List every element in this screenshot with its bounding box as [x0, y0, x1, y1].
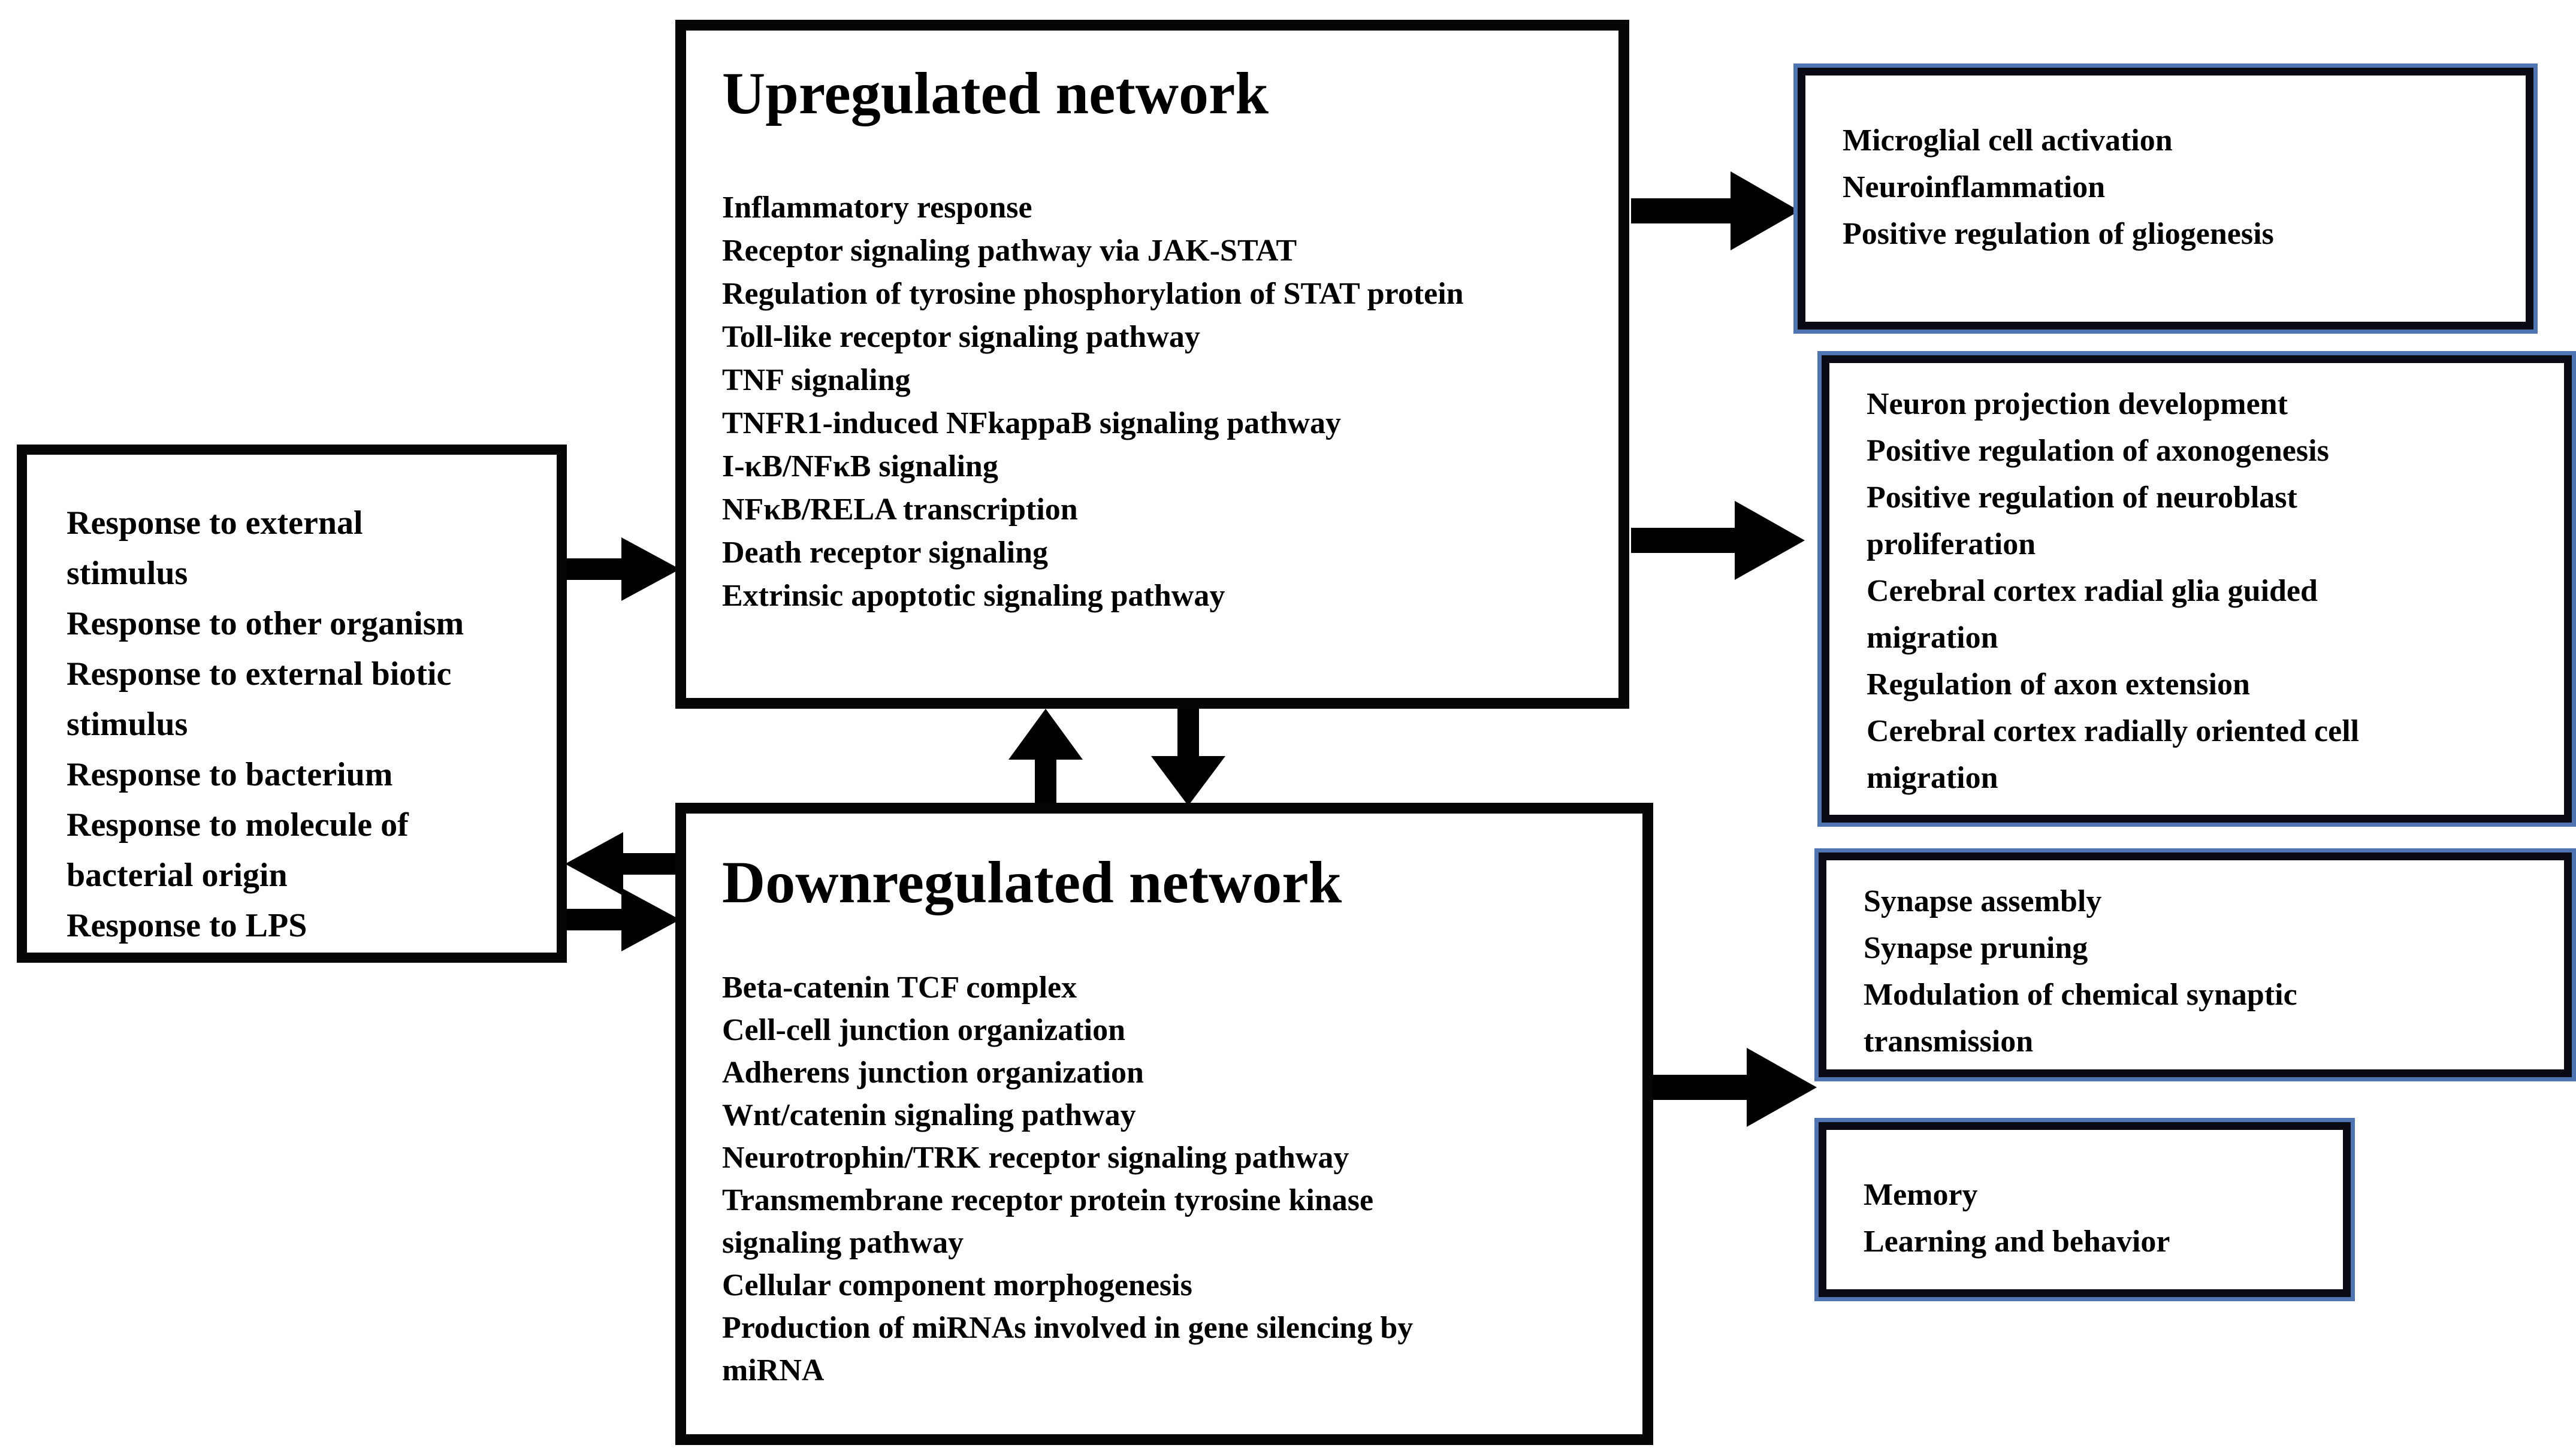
downregulated-network-title: Downregulated network: [722, 849, 1342, 915]
downregulated-to-synapse-memory-arrow: [1647, 1048, 1817, 1127]
downregulated-network-box: Downregulated network Beta-catenin TCF c…: [675, 803, 1653, 1445]
upregulated-network-title: Upregulated network: [722, 60, 1269, 126]
upregulated-network-box: Upregulated network Inflammatory respons…: [675, 20, 1629, 709]
upregulated-to-downregulated-arrow: [1151, 709, 1225, 806]
upregulated-to-glia-arrow: [1631, 171, 1799, 250]
stimulus-to-upregulated-arrow: [563, 537, 680, 601]
downregulated-to-stimulus-arrow: [565, 832, 677, 896]
stimulus-to-downregulated-arrow: [563, 888, 680, 951]
upregulated-to-neuron-arrow: [1631, 501, 1805, 580]
downregulated-to-upregulated-arrow: [1008, 709, 1083, 806]
